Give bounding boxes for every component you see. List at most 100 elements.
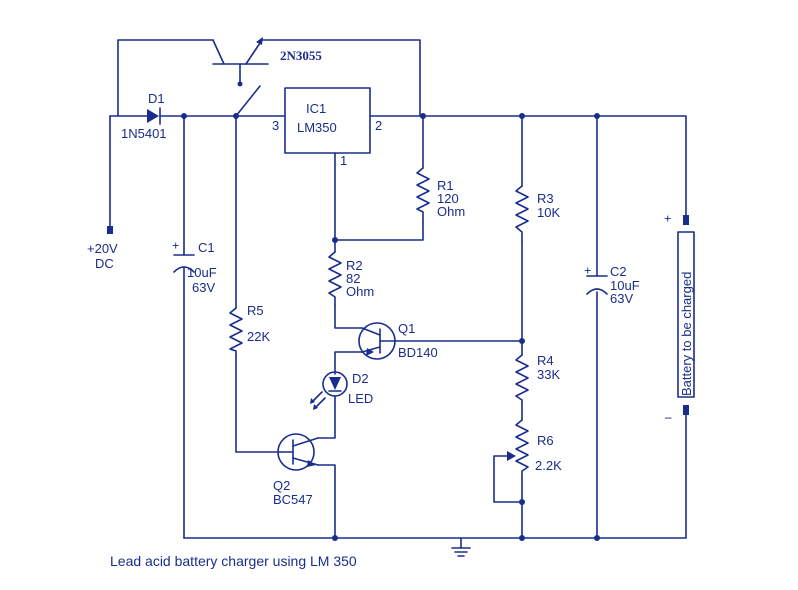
resistor-r2: R2 82 Ohm xyxy=(328,251,374,306)
wire-output-rail xyxy=(369,115,687,223)
c1-ref: C1 xyxy=(198,240,215,255)
wire-r2-to-q1 xyxy=(334,304,363,329)
transistor-collector xyxy=(361,346,381,353)
transistor-circle xyxy=(277,433,315,471)
wire-pass-transistor-base xyxy=(235,85,261,117)
wire-r6-wiper xyxy=(493,455,523,503)
r1-value-b: Ohm xyxy=(437,204,465,219)
battery-label: Battery to be charged xyxy=(679,272,694,396)
r2-value-a: 82 xyxy=(346,271,360,286)
battery-terminal-minus xyxy=(683,405,689,415)
diode-d1: D1 1N5401 xyxy=(121,91,167,141)
junction-dot xyxy=(420,113,426,119)
r6-value: 2.2K xyxy=(535,458,562,473)
battery-minus-sign: – xyxy=(664,409,672,424)
capacitor-plate-bottom xyxy=(173,266,195,273)
junction-dot xyxy=(519,535,525,541)
ic1-lm350: IC1 LM350 3 2 1 xyxy=(272,87,382,168)
transistor-base-pin xyxy=(237,81,243,87)
junction-dot xyxy=(594,113,600,119)
c2-polarity: + xyxy=(584,263,591,278)
q1-value: BD140 xyxy=(398,345,438,360)
junction-dot xyxy=(233,113,239,119)
resistor-zigzag xyxy=(515,185,529,243)
q2-ref: Q2 xyxy=(273,478,290,493)
junction-dot xyxy=(519,499,525,505)
c1-value-a: 10uF xyxy=(187,265,217,280)
wire-pass-transistor-emitter xyxy=(261,39,421,117)
ic1-pin-adj: 1 xyxy=(340,153,347,168)
resistor-zigzag xyxy=(515,354,529,404)
d2-ref: D2 xyxy=(352,371,369,386)
r6-ref: R6 xyxy=(537,433,554,448)
junction-dot xyxy=(332,535,338,541)
r1-value-a: 120 xyxy=(437,191,459,206)
transistor-collector xyxy=(292,437,319,447)
r5-ref: R5 xyxy=(247,303,264,318)
transistor-emitter xyxy=(361,327,381,336)
capacitor-c1: + C1 10uF 63V xyxy=(172,238,217,295)
junction-dot xyxy=(519,113,525,119)
ic1-value: LM350 xyxy=(297,120,337,135)
led-ray xyxy=(314,397,326,409)
wire-led-to-q2 xyxy=(317,395,336,439)
transistor-collector xyxy=(212,39,225,65)
supply-input: +20V DC xyxy=(87,226,118,271)
battery-output: + – Battery to be charged xyxy=(664,211,695,424)
r5-value: 22K xyxy=(247,329,270,344)
led-ray-arrow xyxy=(310,398,315,404)
transistor-arrow xyxy=(307,460,316,467)
resistor-zigzag xyxy=(515,419,529,479)
battery-label-box xyxy=(677,231,695,398)
capacitor-c2: + C2 10uF 63V xyxy=(584,263,640,306)
wires xyxy=(109,39,687,549)
transistor-emitter xyxy=(245,39,263,65)
diagram-caption: Lead acid battery charger using LM 350 xyxy=(110,553,357,569)
led-circle xyxy=(322,371,348,397)
d1-value: 1N5401 xyxy=(121,126,167,141)
resistor-zigzag xyxy=(229,307,243,356)
supply-type: DC xyxy=(95,256,114,271)
t-pass-value: 2N3055 xyxy=(280,48,322,63)
c2-ref: C2 xyxy=(610,264,627,279)
wire-ground-rail xyxy=(183,411,687,539)
led-triangle xyxy=(329,377,341,390)
resistor-r5: R5 22K xyxy=(229,303,270,356)
led-d2: D2 LED xyxy=(310,371,373,410)
wire-r1-bottom xyxy=(334,221,424,241)
junction-dots xyxy=(181,113,600,541)
d2-value: LED xyxy=(348,391,373,406)
resistor-r1: R1 120 Ohm xyxy=(416,167,465,223)
diode-triangle xyxy=(147,109,159,123)
c2-value-b: 63V xyxy=(610,291,633,306)
transistor-q1: Q1 BD140 xyxy=(358,321,438,360)
potentiometer-r6: R6 2.2K xyxy=(507,419,562,479)
led-ray-arrow xyxy=(313,404,318,410)
transistor-arrow xyxy=(366,348,374,356)
resistor-r3: R3 10K xyxy=(515,185,560,243)
transistor-q2: Q2 BC547 xyxy=(273,433,319,507)
junction-dot xyxy=(181,113,187,119)
c2-value-a: 10uF xyxy=(610,278,640,293)
battery-plus-sign: + xyxy=(664,211,671,226)
supply-voltage: +20V xyxy=(87,241,118,256)
ground-icon xyxy=(451,547,471,557)
wire-q2-emitter xyxy=(317,464,336,539)
junction-dot xyxy=(332,237,338,243)
wire-bypass-loop xyxy=(117,39,214,117)
led-ray xyxy=(311,391,323,403)
resistor-zigzag xyxy=(328,251,342,306)
c1-polarity: + xyxy=(172,238,179,253)
battery-terminal-plus xyxy=(683,215,689,225)
q1-ref: Q1 xyxy=(398,321,415,336)
pot-wiper-arrow xyxy=(507,451,516,461)
c1-value-b: 63V xyxy=(192,280,215,295)
ic1-ref: IC1 xyxy=(306,101,326,116)
ic1-body xyxy=(284,87,371,154)
junction-dot xyxy=(519,338,525,344)
wire-q1-collector xyxy=(334,351,363,375)
supply-terminal xyxy=(107,226,113,234)
transistor-2n3055: 2N3055 xyxy=(212,37,322,87)
wire-r5-to-q2-base xyxy=(235,354,281,453)
